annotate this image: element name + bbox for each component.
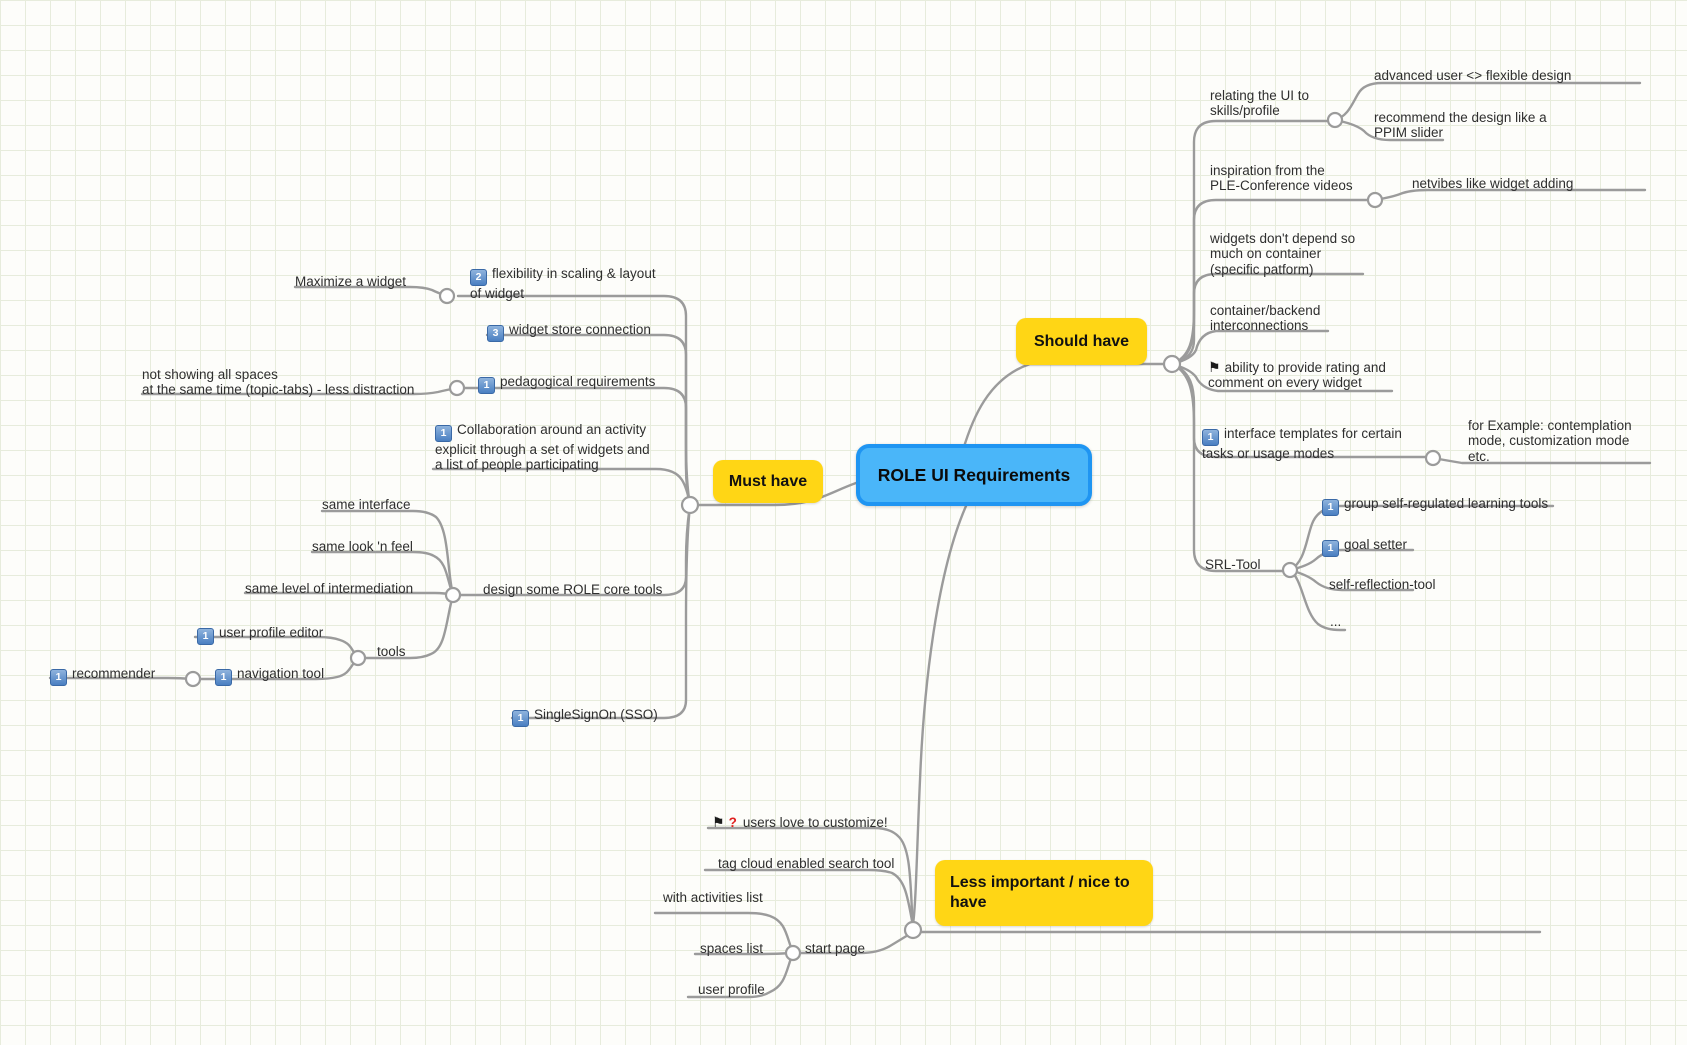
node-relating-ui-skills[interactable]: relating the UI to skills/profile <box>1210 72 1309 119</box>
node-single-sign-on[interactable]: 1 SingleSignOn (SSO) <box>512 691 658 727</box>
priority-3-badge: 3 <box>487 324 504 342</box>
node-same-interface[interactable]: same interface <box>322 481 411 512</box>
node-label: container/backend interconnections <box>1210 302 1321 334</box>
priority-1-badge: 1 <box>512 709 529 727</box>
node-ellipsis[interactable]: ... <box>1330 598 1341 629</box>
node-label: same look 'n feel <box>312 538 413 554</box>
node-label: flexibility in scaling & layout of widge… <box>470 265 656 301</box>
branch-node-label: Must have <box>728 472 808 490</box>
node-label: relating the UI to skills/profile <box>1210 87 1310 119</box>
node-label: design some ROLE core tools <box>483 581 663 597</box>
branch-node-label: Should have <box>1033 332 1130 350</box>
node-label: tag cloud enabled search tool <box>718 855 895 871</box>
node-inspiration-ple-videos[interactable]: inspiration from the PLE-Conference vide… <box>1210 147 1353 194</box>
node-label: group self-regulated learning tools <box>1344 495 1549 511</box>
node-label: SingleSignOn (SSO) <box>534 706 658 722</box>
node-label: same interface <box>322 496 411 512</box>
branch-node-less-important[interactable]: Less important / nice to have <box>935 860 1153 926</box>
node-design-role-core-tools[interactable]: design some ROLE core tools <box>483 566 662 597</box>
node-label: pedagogical requirements <box>500 373 656 389</box>
node-label: user profile editor <box>219 624 324 640</box>
node-label: not showing all spaces at the same time … <box>142 366 415 398</box>
node-maximize-widget[interactable]: Maximize a widget <box>295 258 406 289</box>
branch-node-should-have[interactable]: Should have <box>1016 318 1147 365</box>
node-label: navigation tool <box>237 665 325 681</box>
node-srl-tool[interactable]: SRL-Tool <box>1205 541 1261 572</box>
node-not-showing-spaces[interactable]: not showing all spaces at the same time … <box>142 351 414 398</box>
flag-icon: ⚑ <box>1208 358 1221 375</box>
node-tag-cloud-search[interactable]: tag cloud enabled search tool <box>718 840 894 871</box>
node-recommender[interactable]: 1 recommender <box>50 650 155 686</box>
node-label: ability to provide rating and comment on… <box>1208 359 1386 391</box>
node-label: tools <box>377 643 406 659</box>
node-label: users love to customize! <box>742 814 888 830</box>
node-label: same level of intermediation <box>245 580 414 596</box>
node-label: interface templates for certain tasks or… <box>1202 425 1402 461</box>
node-label: ... <box>1330 613 1342 629</box>
priority-1-badge: 1 <box>197 627 214 645</box>
priority-1-badge: 1 <box>215 668 232 686</box>
priority-1-badge: 1 <box>478 376 495 394</box>
node-with-activities-list[interactable]: with activities list <box>663 874 763 905</box>
node-start-page[interactable]: start page <box>805 925 865 956</box>
node-label: for Example: contemplation mode, customi… <box>1468 417 1632 464</box>
node-label: Maximize a widget <box>295 273 407 289</box>
priority-1-badge: 1 <box>1322 539 1339 557</box>
node-spaces-list[interactable]: spaces list <box>700 925 763 956</box>
priority-1-badge: 1 <box>1322 498 1339 516</box>
flag-icon: ⚑ <box>712 813 725 830</box>
node-advanced-user-flexible[interactable]: advanced user <> flexible design <box>1374 52 1571 83</box>
node-label: netvibes like widget adding <box>1412 175 1574 191</box>
node-label: widgets don't depend so much on containe… <box>1210 230 1356 277</box>
node-netvibes-widget-adding[interactable]: netvibes like widget adding <box>1412 160 1573 191</box>
node-container-backend[interactable]: container/backend interconnections <box>1210 287 1320 334</box>
priority-1-badge: 1 <box>1202 428 1219 446</box>
question-mark-icon: ? <box>728 814 737 830</box>
node-label: user profile <box>698 981 765 997</box>
branch-node-label: Less important / nice to have <box>950 874 1130 911</box>
node-same-look-n-feel[interactable]: same look 'n feel <box>312 523 413 554</box>
node-group-srl-tools[interactable]: 1 group self-regulated learning tools <box>1322 480 1548 516</box>
node-label: recommender <box>72 665 156 681</box>
branch-node-must-have[interactable]: Must have <box>713 460 823 503</box>
node-label: spaces list <box>700 940 764 956</box>
node-navigation-tool[interactable]: 1 navigation tool <box>215 650 324 686</box>
node-user-profile[interactable]: user profile <box>698 966 765 997</box>
node-label: advanced user <> flexible design <box>1374 67 1572 83</box>
node-pedagogical-requirements[interactable]: 1 pedagogical requirements <box>478 358 655 394</box>
node-same-level-intermediation[interactable]: same level of intermediation <box>245 565 413 596</box>
node-label: recommend the design like a PPIM slider <box>1374 109 1547 141</box>
node-label: start page <box>805 940 866 956</box>
node-label: inspiration from the PLE-Conference vide… <box>1210 162 1353 194</box>
priority-1-badge: 1 <box>435 424 452 442</box>
node-for-example-modes[interactable]: for Example: contemplation mode, customi… <box>1468 402 1632 464</box>
node-tools[interactable]: tools <box>377 628 406 659</box>
priority-2-badge: 2 <box>470 268 487 286</box>
node-goal-setter[interactable]: 1 goal setter <box>1322 521 1407 557</box>
root-node-label: ROLE UI Requirements <box>877 464 1071 485</box>
node-self-reflection-tool[interactable]: self-reflection-tool <box>1329 561 1436 592</box>
node-label: SRL-Tool <box>1205 556 1261 572</box>
node-label: goal setter <box>1344 536 1408 552</box>
priority-1-badge: 1 <box>50 668 67 686</box>
node-label: with activities list <box>663 889 763 905</box>
node-rating-comment-widget[interactable]: ⚑ability to provide rating and comment o… <box>1208 344 1386 391</box>
node-users-love-customize[interactable]: ⚑? users love to customize! <box>712 799 888 830</box>
node-recommend-ppim-slider[interactable]: recommend the design like a PPIM slider <box>1374 94 1547 141</box>
node-user-profile-editor[interactable]: 1 user profile editor <box>197 609 323 645</box>
root-node[interactable]: ROLE UI Requirements <box>856 444 1092 506</box>
node-widgets-dont-depend[interactable]: widgets don't depend so much on containe… <box>1210 215 1355 277</box>
node-widget-store[interactable]: 3 widget store connection <box>487 306 651 342</box>
node-label: self-reflection-tool <box>1329 576 1436 592</box>
node-label: Collaboration around an activity explici… <box>435 421 650 473</box>
node-label: widget store connection <box>509 321 651 337</box>
